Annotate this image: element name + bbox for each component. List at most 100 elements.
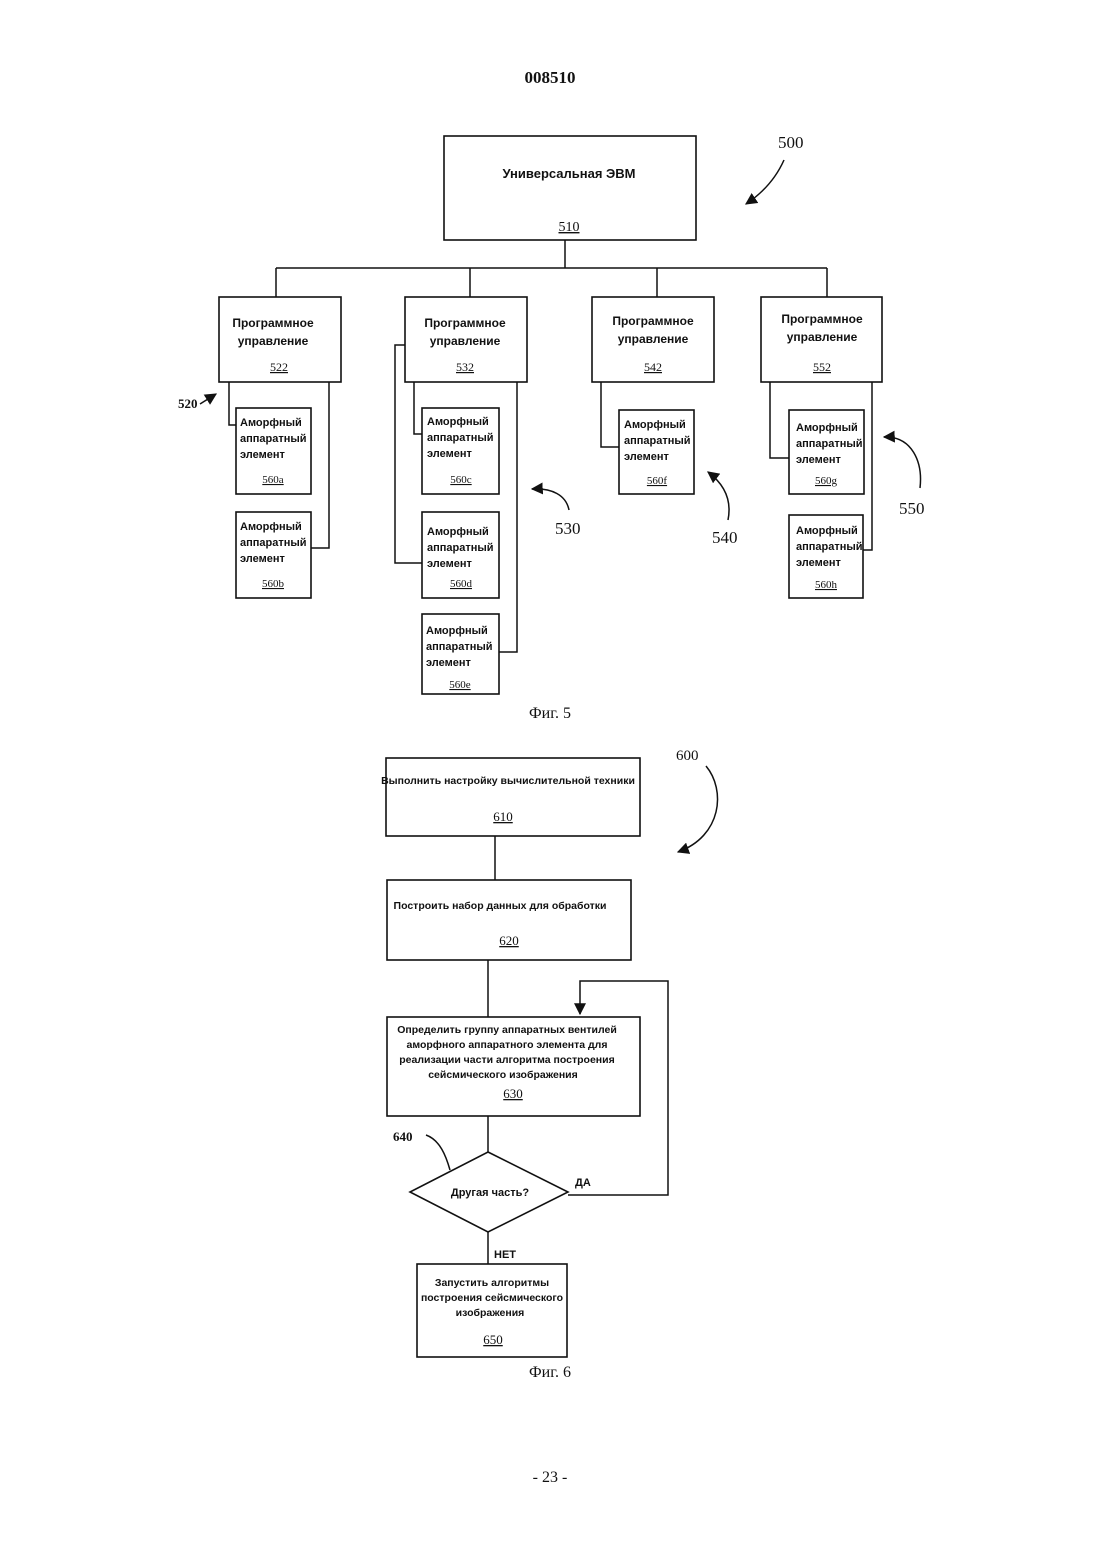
controller-552-line2: управление bbox=[787, 330, 858, 344]
element-560a-line2: аппаратный bbox=[240, 433, 307, 445]
element-560c-ref: 560c bbox=[450, 474, 472, 486]
element-560a-ref: 560a bbox=[262, 474, 284, 486]
ref-640-label: 640 bbox=[393, 1129, 413, 1144]
ref-600-label: 600 bbox=[676, 748, 699, 764]
ref-640-leader bbox=[426, 1135, 450, 1170]
controller-box-552: Программное управление 552 bbox=[761, 297, 882, 382]
step-650-ref: 650 bbox=[483, 1332, 503, 1347]
ref-540-arrow bbox=[708, 472, 729, 520]
element-560c-line1: Аморфный bbox=[427, 416, 489, 428]
element-box-560e: Аморфный аппаратный элемент 560e bbox=[422, 614, 499, 694]
element-560d-line1: Аморфный bbox=[427, 526, 489, 538]
element-560g-line1: Аморфный bbox=[796, 422, 858, 434]
figure-6: 600 Выполнить настройку вычислительной т… bbox=[381, 748, 717, 1381]
element-box-560c: Аморфный аппаратный элемент 560c bbox=[422, 408, 499, 494]
step-650-line2: построения сейсмического bbox=[421, 1292, 563, 1304]
element-560c-line3: элемент bbox=[427, 448, 473, 460]
ref-520-arrow bbox=[200, 394, 216, 404]
element-560e-line1: Аморфный bbox=[426, 625, 488, 637]
element-box-560g: Аморфный аппаратный элемент 560g bbox=[789, 410, 864, 494]
element-box-560b: Аморфный аппаратный элемент 560b bbox=[236, 512, 311, 598]
controller-522-line2: управление bbox=[238, 334, 309, 348]
decision-640-text: Другая часть? bbox=[451, 1187, 529, 1199]
step-box-620: Построить набор данных для обработки 620 bbox=[387, 880, 631, 960]
controller-box-522: Программное управление 522 bbox=[219, 297, 341, 382]
step-610-ref: 610 bbox=[493, 809, 513, 824]
controller-532-ref: 532 bbox=[456, 360, 474, 374]
element-560e-line3: элемент bbox=[426, 657, 472, 669]
element-560d-ref: 560d bbox=[450, 578, 473, 590]
step-620-ref: 620 bbox=[499, 933, 519, 948]
figure-5: 500 Универсальная ЭВМ 510 Программное уп… bbox=[178, 133, 925, 722]
controller-532-line1: Программное bbox=[424, 316, 506, 330]
step-box-650: Запустить алгоритмы построения сейсмичес… bbox=[417, 1264, 567, 1357]
element-560g-line3: элемент bbox=[796, 454, 842, 466]
ref-500-label: 500 bbox=[778, 133, 804, 152]
decision-no-label: НЕТ bbox=[494, 1249, 516, 1261]
element-560b-line2: аппаратный bbox=[240, 537, 307, 549]
controller-box-532: Программное управление 532 bbox=[405, 297, 527, 382]
controller-552-ref: 552 bbox=[813, 360, 831, 374]
mainframe-box: Универсальная ЭВМ 510 bbox=[444, 136, 696, 240]
step-650-line3: изображения bbox=[456, 1307, 525, 1319]
element-560f-line1: Аморфный bbox=[624, 419, 686, 431]
controller-522-line1: Программное bbox=[232, 316, 314, 330]
figure-6-caption: Фиг. 6 bbox=[529, 1364, 571, 1381]
element-560c-line2: аппаратный bbox=[427, 432, 494, 444]
element-box-560a: Аморфный аппаратный элемент 560a bbox=[236, 408, 311, 494]
element-560a-line1: Аморфный bbox=[240, 417, 302, 429]
mainframe-ref: 510 bbox=[559, 220, 580, 235]
step-box-610: Выполнить настройку вычислительной техни… bbox=[381, 758, 640, 836]
element-560b-line3: элемент bbox=[240, 553, 286, 565]
element-box-560h: Аморфный аппаратный элемент 560h bbox=[789, 515, 863, 598]
ref-550-label: 550 bbox=[899, 499, 925, 518]
controller-532-line2: управление bbox=[430, 334, 501, 348]
controller-522-ref: 522 bbox=[270, 360, 288, 374]
step-620-text: Построить набор данных для обработки bbox=[394, 900, 607, 912]
element-box-560d: Аморфный аппаратный элемент 560d bbox=[422, 512, 499, 598]
controller-542-line1: Программное bbox=[612, 314, 694, 328]
page-number-footer: - 23 - bbox=[533, 1469, 568, 1486]
controller-element-wires bbox=[229, 345, 872, 652]
ref-540-label: 540 bbox=[712, 528, 738, 547]
element-560h-line1: Аморфный bbox=[796, 525, 858, 537]
ref-530-arrow bbox=[532, 489, 569, 510]
element-560f-line3: элемент bbox=[624, 451, 670, 463]
element-560g-ref: 560g bbox=[815, 475, 838, 487]
element-560g-line2: аппаратный bbox=[796, 438, 863, 450]
element-box-560f: Аморфный аппаратный элемент 560f bbox=[619, 410, 694, 494]
step-610-text: Выполнить настройку вычислительной техни… bbox=[381, 775, 635, 787]
ref-600-arrow bbox=[678, 766, 718, 852]
step-box-630: Определить группу аппаратных вентилей ам… bbox=[387, 1017, 640, 1116]
page-number-header: 008510 bbox=[525, 68, 576, 87]
controller-542-ref: 542 bbox=[644, 360, 662, 374]
decision-yes-label: ДА bbox=[575, 1177, 591, 1189]
decision-diamond-640: Другая часть? bbox=[410, 1152, 568, 1232]
element-560e-line2: аппаратный bbox=[426, 641, 493, 653]
step-650-line1: Запустить алгоритмы bbox=[435, 1277, 549, 1289]
bus-connectors bbox=[276, 240, 827, 297]
controller-542-line2: управление bbox=[618, 332, 689, 346]
element-560f-line2: аппаратный bbox=[624, 435, 691, 447]
step-630-line4: сейсмического изображения bbox=[428, 1069, 578, 1081]
step-630-line1: Определить группу аппаратных вентилей bbox=[397, 1024, 617, 1036]
controller-552-line1: Программное bbox=[781, 312, 863, 326]
ref-530-label: 530 bbox=[555, 519, 581, 538]
step-630-ref: 630 bbox=[503, 1086, 523, 1101]
controller-box-542: Программное управление 542 bbox=[592, 297, 714, 382]
element-560h-ref: 560h bbox=[815, 579, 838, 591]
element-560f-ref: 560f bbox=[647, 475, 668, 487]
ref-520-label: 520 bbox=[178, 396, 198, 411]
ref-550-arrow bbox=[884, 437, 920, 488]
element-560d-line2: аппаратный bbox=[427, 542, 494, 554]
element-560h-line3: элемент bbox=[796, 557, 842, 569]
step-630-line3: реализации части алгоритма построения bbox=[399, 1054, 614, 1066]
element-560d-line3: элемент bbox=[427, 558, 473, 570]
element-560e-ref: 560e bbox=[449, 679, 471, 691]
element-560h-line2: аппаратный bbox=[796, 541, 863, 553]
element-560a-line3: элемент bbox=[240, 449, 286, 461]
element-560b-line1: Аморфный bbox=[240, 521, 302, 533]
step-630-line2: аморфного аппаратного элемента для bbox=[407, 1039, 608, 1051]
mainframe-label: Универсальная ЭВМ bbox=[502, 166, 635, 181]
